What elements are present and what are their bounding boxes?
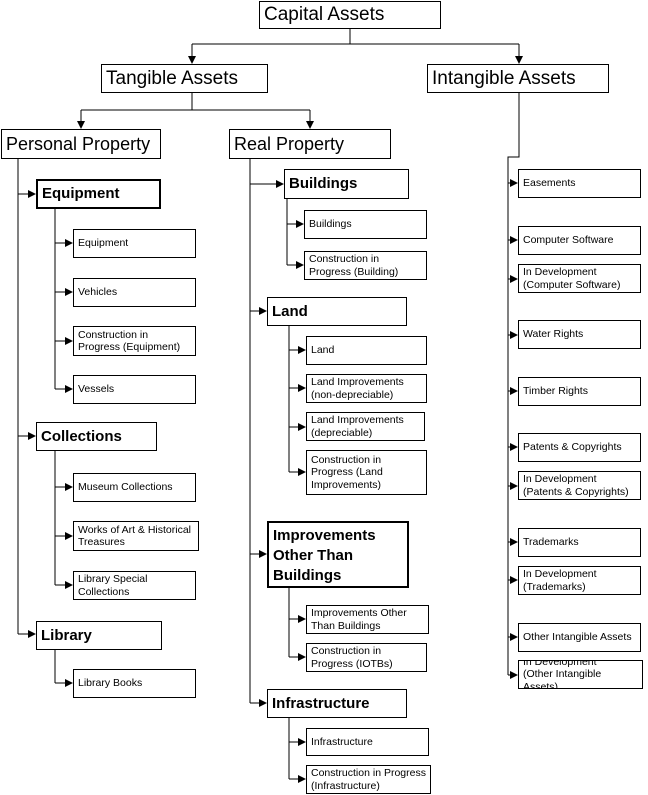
item-land-improvements-depreciable: Land Improvements (depreciable) [306, 412, 425, 441]
item-in-development-other-intangible-assets: In Development (Other Intangible Assets) [518, 660, 643, 689]
item-patents-copyrights: Patents & Copyrights [518, 433, 641, 462]
item-land-improvements-non-depreciable: Land Improvements (non-depreciable) [306, 374, 427, 403]
item-cip-land-improvements: Construction in Progress (Land Improveme… [306, 450, 427, 495]
category-library: Library [36, 621, 162, 650]
item-in-development-trademarks: In Development (Trademarks) [518, 566, 641, 595]
item-cip-infrastructure: Construction in Progress (Infrastructure… [306, 765, 431, 794]
node-personal-property: Personal Property [1, 129, 161, 159]
node-tangible-assets: Tangible Assets [101, 64, 268, 93]
item-trademarks: Trademarks [518, 528, 641, 557]
item-in-development-computer-software: In Development (Computer Software) [518, 264, 641, 293]
item-cip-building: Construction in Progress (Building) [304, 251, 427, 280]
item-buildings: Buildings [304, 210, 427, 239]
category-collections: Collections [36, 422, 157, 451]
item-timber-rights: Timber Rights [518, 377, 641, 406]
spine-intangible [507, 93, 520, 675]
item-easements: Easements [518, 169, 641, 198]
category-land: Land [267, 297, 407, 326]
node-intangible-assets: Intangible Assets [427, 64, 609, 93]
node-capital-assets: Capital Assets [259, 1, 441, 29]
item-library-special-collections: Library Special Collections [73, 571, 196, 600]
category-improvements-other-than-buildings: Improvements Other Than Buildings [267, 521, 409, 588]
item-equipment: Equipment [73, 229, 196, 258]
item-in-development-patents-copyrights: In Development (Patents & Copyrights) [518, 471, 641, 500]
item-museum-collections: Museum Collections [73, 473, 196, 502]
node-real-property: Real Property [229, 129, 391, 159]
item-library-books: Library Books [73, 669, 196, 698]
item-land: Land [306, 336, 427, 365]
item-infrastructure: Infrastructure [306, 728, 429, 756]
category-equipment: Equipment [36, 179, 161, 209]
item-computer-software: Computer Software [518, 226, 641, 255]
category-buildings: Buildings [284, 169, 409, 199]
item-other-intangible-assets: Other Intangible Assets [518, 623, 641, 652]
item-improvements-other-than-buildings: Improvements Other Than Buildings [306, 605, 429, 634]
item-works-of-art: Works of Art & Historical Treasures [73, 521, 199, 551]
item-vehicles: Vehicles [73, 278, 196, 307]
item-vessels: Vessels [73, 375, 196, 404]
item-cip-equipment: Construction in Progress (Equipment) [73, 326, 196, 356]
category-infrastructure: Infrastructure [267, 689, 407, 718]
item-cip-iotbs: Construction in Progress (IOTBs) [306, 643, 427, 672]
item-water-rights: Water Rights [518, 320, 641, 349]
